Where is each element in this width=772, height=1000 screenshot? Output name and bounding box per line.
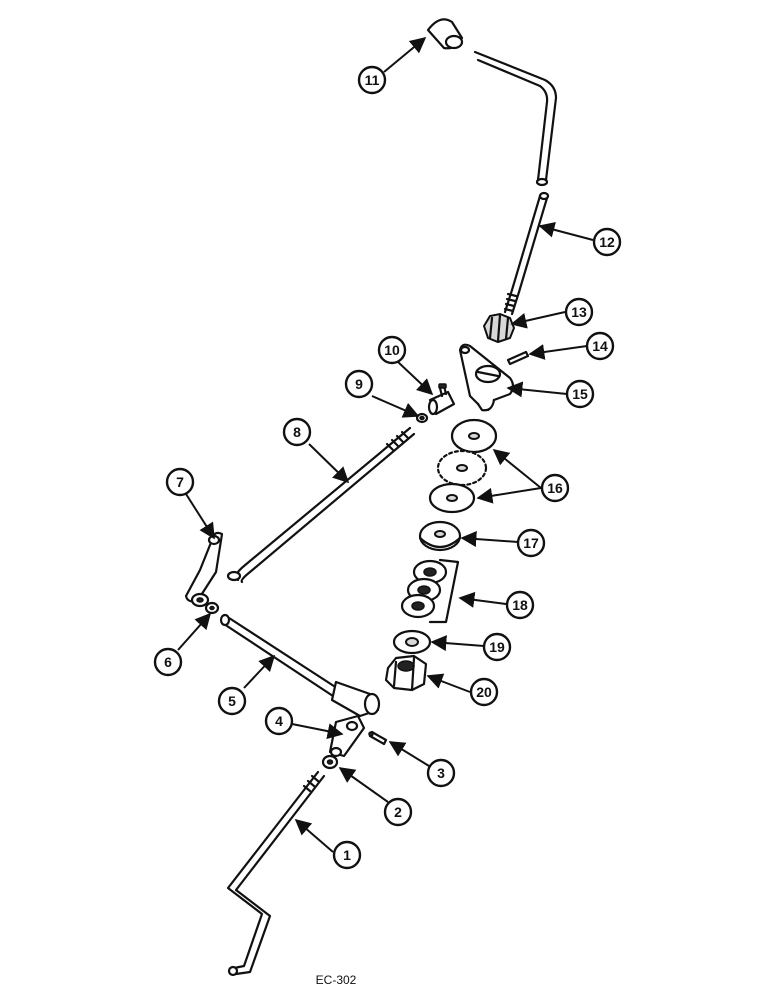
callout-15: 15 — [565, 379, 595, 409]
part-clevis — [328, 714, 366, 758]
part-small-nut — [415, 412, 429, 424]
leader-lines — [177, 36, 594, 853]
part-lock-nut — [384, 654, 428, 692]
callout-2: 2 — [383, 797, 413, 827]
callout-label: 4 — [275, 713, 283, 729]
callout-label: 14 — [592, 338, 608, 354]
callout-label: 7 — [176, 474, 184, 490]
callout-label: 1 — [343, 847, 351, 863]
callout-6: 6 — [153, 647, 183, 677]
drawing-code: EC-302 — [316, 973, 357, 987]
part-collar — [427, 383, 456, 416]
part-spring-washers — [400, 558, 460, 624]
callout-label: 16 — [547, 480, 563, 496]
callout-9: 9 — [344, 369, 374, 399]
callout-label: 10 — [384, 342, 400, 358]
callout-7: 7 — [165, 467, 195, 497]
callout-label: 11 — [365, 72, 380, 88]
callout-3: 3 — [426, 758, 456, 788]
callout-label: 8 — [293, 424, 301, 440]
part-shift-lever — [473, 50, 558, 316]
callout-11: 11 — [357, 65, 387, 95]
part-washer-stack — [428, 418, 498, 514]
part-knob — [426, 18, 464, 50]
callout-4: 4 — [264, 706, 294, 736]
part-pin — [506, 350, 530, 366]
callout-14: 14 — [585, 331, 615, 361]
callout-label: 12 — [599, 234, 615, 250]
part-arm — [184, 531, 224, 608]
callout-19: 19 — [482, 632, 512, 662]
callout-5: 5 — [217, 686, 247, 716]
callout-12: 12 — [592, 227, 622, 257]
callout-label: 17 — [523, 535, 539, 551]
part-cross-shaft — [219, 613, 381, 718]
callout-13: 13 — [564, 297, 594, 327]
part-lever-bracket — [458, 343, 515, 412]
callout-1: 1 — [332, 840, 362, 870]
part-washer-19 — [392, 629, 432, 655]
part-washer-17 — [418, 520, 462, 552]
callout-8: 8 — [282, 417, 312, 447]
callout-label: 2 — [394, 804, 402, 820]
part-nut — [321, 754, 339, 770]
part-threaded-rod — [226, 426, 416, 584]
callout-18: 18 — [505, 590, 535, 620]
part-knurled-nut — [482, 312, 516, 344]
part-lower-rod — [226, 770, 326, 977]
callout-16: 16 — [540, 473, 570, 503]
part-washer-small — [204, 601, 220, 615]
callout-label: 15 — [572, 386, 588, 402]
callout-label: 3 — [437, 765, 445, 781]
callout-10: 10 — [377, 335, 407, 365]
callout-label: 6 — [164, 654, 172, 670]
callout-17: 17 — [516, 528, 546, 558]
callout-label: 20 — [476, 684, 492, 700]
part-clevis-pin — [368, 730, 388, 746]
callout-label: 18 — [512, 597, 528, 613]
callout-label: 9 — [355, 376, 363, 392]
callout-label: 19 — [489, 639, 505, 655]
callout-label: 5 — [228, 693, 236, 709]
callout-20: 20 — [469, 677, 499, 707]
callout-label: 13 — [571, 304, 587, 320]
